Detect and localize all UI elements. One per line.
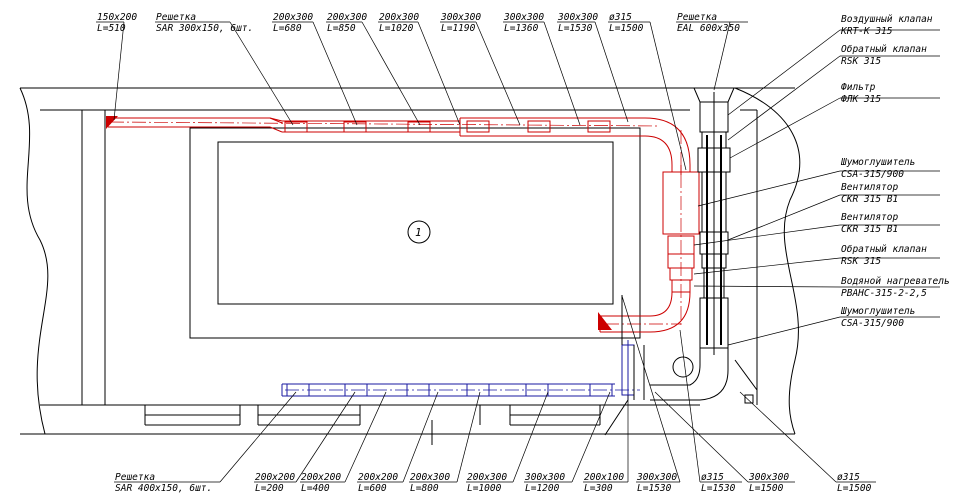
label-b4-size: 200x200 — [358, 472, 398, 483]
label-b7-size: 300x300 — [524, 472, 565, 483]
label-b3-length: L=400 — [301, 483, 330, 494]
label-t6-length: L=1190 — [441, 23, 476, 34]
right-labels: Воздушный клапан KRT-K 315 Обратный клап… — [840, 14, 950, 329]
label-t4-length: L=850 — [327, 23, 356, 34]
supply-duct — [108, 117, 700, 333]
label-r2-title: Обратный клапан — [841, 44, 927, 55]
label-r7-model: RSK 315 — [841, 256, 881, 267]
label-b11-length: L=1500 — [749, 483, 784, 494]
supply-endcap-right — [598, 312, 612, 330]
label-r9-title: Шумоглушитель — [840, 306, 915, 317]
label-r5-model: CKR 315 B1 — [841, 194, 898, 205]
bottom-labels: Решетка SAR 400x150, 6шт. 200x200 L=200 … — [115, 472, 872, 494]
label-r8-title: Водяной нагреватель — [841, 276, 950, 287]
label-b12-size: ø315 — [837, 472, 860, 483]
label-b9-length: L=1530 — [637, 483, 672, 494]
label-t4-size: 200x300 — [327, 12, 367, 23]
label-t2-title: Решетка — [156, 12, 196, 23]
label-t7-size: 300x300 — [503, 12, 544, 23]
label-r8-model: PBAHC-315-2-2,5 — [841, 288, 927, 299]
label-r4-model: CSA-315/900 — [841, 169, 904, 180]
label-t9-size: ø315 — [609, 12, 632, 23]
label-t1-size: 150x200 — [97, 12, 137, 23]
label-r3-title: Фильтр — [841, 82, 876, 93]
label-t9-length: L=1500 — [609, 23, 644, 34]
label-b5-length: L=800 — [410, 483, 439, 494]
label-t2-model: SAR 300x150, 6шт. — [156, 23, 253, 34]
building-outline — [19, 87, 801, 445]
label-b1-title: Решетка — [115, 472, 155, 483]
label-b6-size: 200x300 — [467, 472, 507, 483]
label-b8-length: L=300 — [584, 483, 613, 494]
label-t6-size: 300x300 — [440, 12, 481, 23]
label-r5-title: Вентилятор — [841, 182, 898, 193]
black-riser — [604, 295, 694, 436]
label-r1-model: KRT-K 315 — [840, 26, 893, 37]
supply-endcap-left — [106, 116, 118, 129]
label-b2-length: L=200 — [255, 483, 284, 494]
label-r6-title: Вентилятор — [841, 212, 898, 223]
room-number: 1 — [415, 226, 422, 239]
label-r3-model: ФЛК 315 — [841, 94, 881, 105]
label-t10-title: Решетка — [677, 12, 717, 23]
label-t7-length: L=1360 — [504, 23, 539, 34]
label-b5-size: 200x300 — [410, 472, 450, 483]
label-b11-size: 300x300 — [748, 472, 789, 483]
label-b2-size: 200x200 — [255, 472, 295, 483]
ahu-stack — [650, 87, 735, 401]
label-b10-size: ø315 — [701, 472, 724, 483]
label-t8-size: 300x300 — [557, 12, 598, 23]
label-t3-size: 200x300 — [273, 12, 313, 23]
supply-centerline — [109, 121, 682, 325]
label-t8-length: L=1530 — [558, 23, 593, 34]
label-b4-length: L=600 — [358, 483, 387, 494]
label-t10-model: EAL 600x350 — [677, 23, 740, 34]
label-r7-title: Обратный клапан — [841, 244, 927, 255]
label-b8-size: 200x100 — [584, 472, 624, 483]
label-b1-model: SAR 400x150, 6шт. — [115, 483, 212, 494]
label-t3-length: L=680 — [273, 23, 302, 34]
leader-lines — [96, 21, 940, 483]
label-b6-length: L=1000 — [467, 483, 502, 494]
label-r4-title: Шумоглушитель — [840, 157, 915, 168]
exhaust-duct — [281, 340, 635, 400]
label-b12-length: L=1500 — [837, 483, 872, 494]
top-labels: 150x200 L=510 Решетка SAR 300x150, 6шт. … — [97, 12, 740, 34]
label-t5-size: 200x300 — [379, 12, 419, 23]
label-b9-size: 300x300 — [636, 472, 677, 483]
label-t5-length: L=1020 — [379, 23, 414, 34]
label-b3-size: 200x200 — [301, 472, 341, 483]
supply-grilles — [284, 120, 611, 133]
label-t1-length: L=510 — [97, 23, 126, 34]
label-r6-model: CKR 315 B1 — [841, 224, 898, 235]
label-b10-length: L=1530 — [701, 483, 736, 494]
label-r2-model: RSK 315 — [841, 56, 881, 67]
room-marker: 1 — [407, 220, 431, 244]
label-r1-title: Воздушный клапан — [841, 14, 933, 25]
label-b7-length: L=1200 — [525, 483, 560, 494]
label-r9-model: CSA-315/900 — [841, 318, 904, 329]
